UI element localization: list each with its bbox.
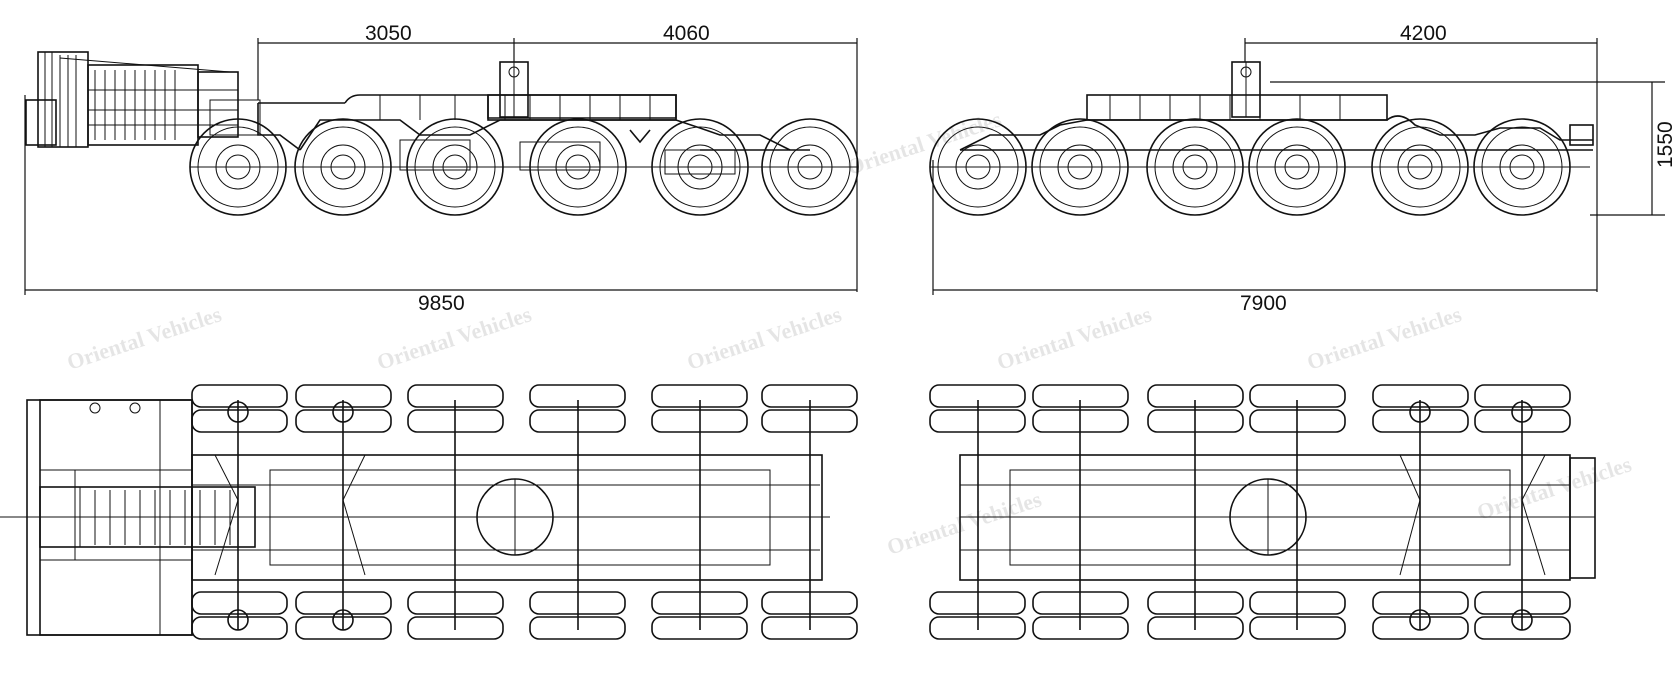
right-side-elevation: 4200 7900 1550 bbox=[929, 22, 1677, 315]
wheel-set-left bbox=[189, 118, 859, 216]
right-plan-view bbox=[929, 384, 1596, 640]
tire-row-bottom-right bbox=[929, 591, 1571, 640]
chassis-frame-right bbox=[959, 61, 1594, 151]
wheel-set-right bbox=[929, 118, 1590, 216]
dim-label-4200: 4200 bbox=[1400, 22, 1447, 45]
dim-label-1550: 1550 bbox=[1654, 121, 1677, 168]
watermark-text: Oriental Vehicles bbox=[1304, 301, 1465, 375]
tire-row-top-right bbox=[929, 384, 1571, 433]
dim-label-9850: 9850 bbox=[418, 292, 465, 315]
chassis-frame bbox=[257, 61, 810, 151]
left-side-elevation: 3050 4060 9850 bbox=[24, 22, 859, 315]
watermark-text: Oriental Vehicles bbox=[64, 301, 225, 375]
dim-label-7900: 7900 bbox=[1240, 292, 1287, 315]
axles-left bbox=[214, 400, 811, 631]
tire-row-top-left bbox=[191, 384, 858, 433]
dim-label-4060: 4060 bbox=[663, 22, 710, 45]
tire-row-bottom-left bbox=[191, 591, 858, 640]
watermark-text: Oriental Vehicles bbox=[1474, 451, 1635, 525]
engine-power-pack bbox=[25, 51, 261, 148]
left-plan-view bbox=[0, 384, 858, 640]
watermark-text: Oriental Vehicles bbox=[994, 301, 1155, 375]
axles-right bbox=[977, 400, 1546, 631]
dim-label-3050: 3050 bbox=[365, 22, 412, 45]
watermark-text: Oriental Vehicles bbox=[684, 301, 845, 375]
watermark-text: Oriental Vehicles bbox=[884, 486, 1045, 560]
watermark-text: Oriental Vehicles bbox=[844, 106, 1005, 180]
